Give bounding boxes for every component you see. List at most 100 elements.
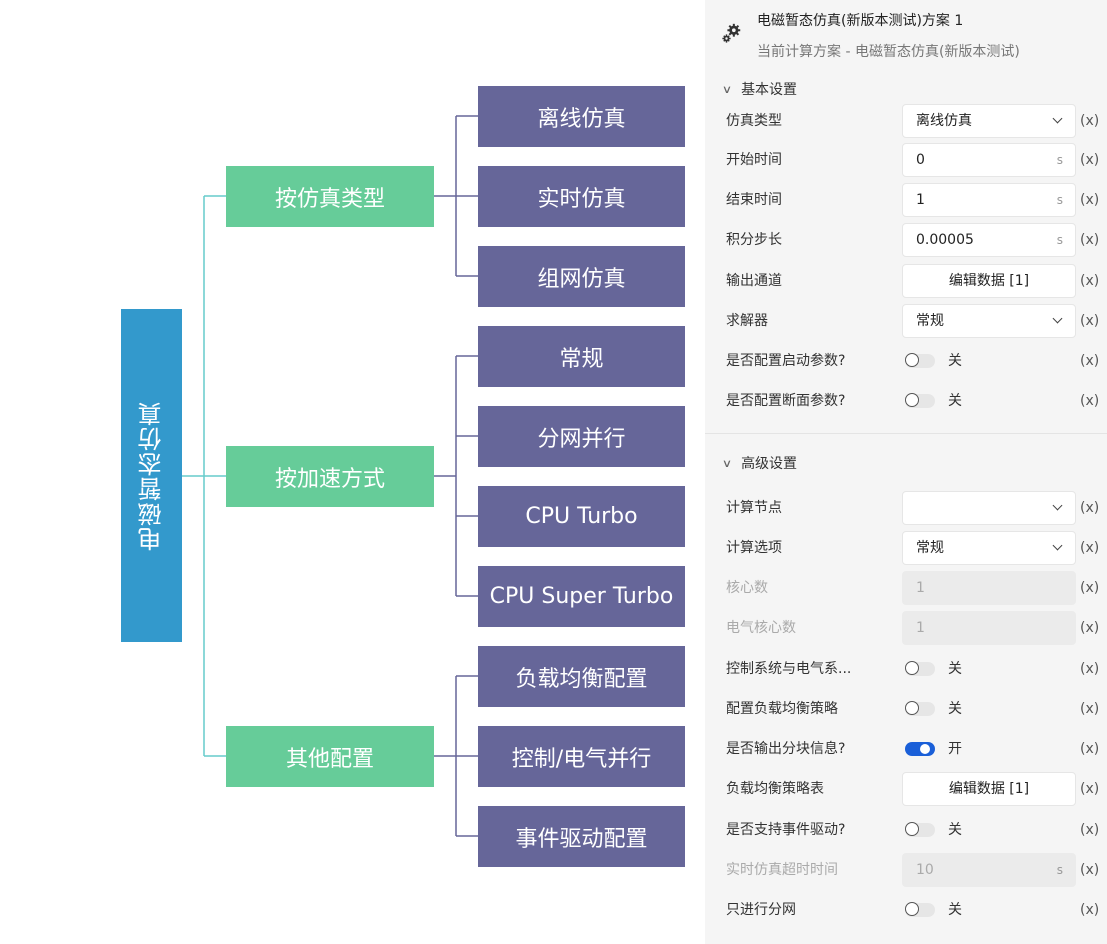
fx-button[interactable]: (x) <box>1080 902 1100 918</box>
leaf-realtime-sim: 实时仿真 <box>478 166 685 227</box>
fx-button[interactable]: (x) <box>1080 113 1100 129</box>
row-output: 输出通道 编辑数据 [1] (x) <box>705 261 1107 301</box>
row-block-info: 是否输出分块信息? 开 (x) <box>705 729 1107 769</box>
elec-cores-input: 1 <box>902 611 1076 645</box>
leaf-regular: 常规 <box>478 326 685 387</box>
chevron-down-icon <box>1052 113 1063 124</box>
end-time-input[interactable]: 1 s <box>902 183 1076 217</box>
row-ctrl-elec: 控制系统与电气系... 关 (x) <box>705 649 1107 689</box>
step-label: 积分步长 <box>726 232 782 248</box>
mind-map-connectors <box>182 115 478 837</box>
block-info-toggle[interactable] <box>905 742 935 756</box>
block-info-state: 开 <box>948 741 962 757</box>
solver-select[interactable]: 常规 <box>902 304 1076 338</box>
fx-button[interactable]: (x) <box>1080 822 1100 838</box>
toggle-knob <box>920 744 930 754</box>
row-end-time: 结束时间 1 s (x) <box>705 180 1107 220</box>
fx-button[interactable]: (x) <box>1080 620 1100 636</box>
fx-button[interactable]: (x) <box>1080 313 1100 329</box>
row-partition-only: 只进行分网 关 (x) <box>705 890 1107 930</box>
ctrl-elec-state: 关 <box>948 661 962 677</box>
fx-button[interactable]: (x) <box>1080 152 1100 168</box>
leaf-event-driven: 事件驱动配置 <box>478 806 685 867</box>
lb-table-edit-button[interactable]: 编辑数据 [1] <box>902 772 1076 806</box>
leaf-network-sim: 组网仿真 <box>478 246 685 307</box>
section-params-toggle[interactable] <box>905 393 935 408</box>
group-acceleration: 按加速方式 <box>226 446 434 507</box>
toggle-knob <box>905 393 919 407</box>
fx-button[interactable]: (x) <box>1080 273 1100 289</box>
fx-button[interactable]: (x) <box>1080 701 1100 717</box>
group-other-config: 其他配置 <box>226 726 434 787</box>
chevron-down-icon: ∨ <box>721 456 733 470</box>
fx-button[interactable]: (x) <box>1080 661 1100 677</box>
partition-only-label: 只进行分网 <box>726 902 796 918</box>
step-input[interactable]: 0.00005 s <box>902 223 1076 257</box>
step-value: 0.00005 <box>916 232 974 248</box>
start-time-unit: s <box>1056 153 1063 167</box>
output-edit-button[interactable]: 编辑数据 [1] <box>902 264 1076 298</box>
mind-map-root: 电磁暂态仿真 <box>121 309 182 642</box>
fx-button[interactable]: (x) <box>1080 232 1100 248</box>
compute-node-select[interactable] <box>902 491 1076 525</box>
fx-button[interactable]: (x) <box>1080 500 1100 516</box>
row-lb-table: 负载均衡策略表 编辑数据 [1] (x) <box>705 769 1107 809</box>
fx-button[interactable]: (x) <box>1080 192 1100 208</box>
fx-button[interactable]: (x) <box>1080 580 1100 596</box>
rt-timeout-label: 实时仿真超时时间 <box>726 862 838 878</box>
compute-option-label: 计算选项 <box>726 540 782 556</box>
row-startup-params: 是否配置启动参数? 关 (x) <box>705 341 1107 381</box>
start-time-input[interactable]: 0 s <box>902 143 1076 177</box>
panel-subtitle: 当前计算方案 - 电磁暂态仿真(新版本测试) <box>757 44 1020 60</box>
solver-value: 常规 <box>916 313 944 329</box>
compute-option-select[interactable]: 常规 <box>902 531 1076 565</box>
fx-button[interactable]: (x) <box>1080 353 1100 369</box>
block-info-label: 是否输出分块信息? <box>726 741 846 757</box>
toggle-knob <box>905 902 919 916</box>
row-rt-timeout: 实时仿真超时时间 10 s (x) <box>705 850 1107 890</box>
lb-table-label: 负载均衡策略表 <box>726 781 824 797</box>
section-params-label: 是否配置断面参数? <box>726 393 846 409</box>
fx-button[interactable]: (x) <box>1080 393 1100 409</box>
chevron-down-icon <box>1052 313 1063 324</box>
section-advanced-header[interactable]: ∨ 高级设置 <box>721 453 798 473</box>
sim-type-select[interactable]: 离线仿真 <box>902 104 1076 138</box>
fx-button[interactable]: (x) <box>1080 781 1100 797</box>
section-params-state: 关 <box>948 393 962 409</box>
row-sim-type: 仿真类型 离线仿真 (x) <box>705 101 1107 141</box>
leaf-offline-sim: 离线仿真 <box>478 86 685 147</box>
load-balance-label: 配置负载均衡策略 <box>726 701 838 717</box>
leaf-partition-parallel: 分网并行 <box>478 406 685 467</box>
startup-params-toggle[interactable] <box>905 353 935 368</box>
row-compute-option: 计算选项 常规 (x) <box>705 528 1107 568</box>
chevron-down-icon <box>1052 500 1063 511</box>
event-driven-label: 是否支持事件驱动? <box>726 822 846 838</box>
end-time-value: 1 <box>916 192 925 208</box>
leaf-load-balance: 负载均衡配置 <box>478 646 685 707</box>
fx-button[interactable]: (x) <box>1080 741 1100 757</box>
row-compute-node: 计算节点 (x) <box>705 488 1107 528</box>
rt-timeout-input: 10 s <box>902 853 1076 887</box>
cores-label: 核心数 <box>726 580 768 596</box>
section-divider <box>705 433 1107 434</box>
section-advanced-label: 高级设置 <box>741 456 798 472</box>
solver-label: 求解器 <box>726 313 768 329</box>
startup-params-state: 关 <box>948 353 962 369</box>
start-time-label: 开始时间 <box>726 152 782 168</box>
gears-icon <box>722 23 741 43</box>
event-driven-toggle[interactable] <box>905 822 935 837</box>
compute-option-value: 常规 <box>916 540 944 556</box>
group-sim-type: 按仿真类型 <box>226 166 434 227</box>
ctrl-elec-toggle[interactable] <box>905 661 935 676</box>
chevron-down-icon: ∨ <box>721 82 733 96</box>
fx-button[interactable]: (x) <box>1080 540 1100 556</box>
settings-panel: 电磁暂态仿真(新版本测试)方案 1 当前计算方案 - 电磁暂态仿真(新版本测试)… <box>705 0 1107 944</box>
section-basic-header[interactable]: ∨ 基本设置 <box>721 79 797 99</box>
rt-timeout-value: 10 <box>916 862 934 878</box>
load-balance-toggle[interactable] <box>905 701 935 716</box>
compute-node-label: 计算节点 <box>726 500 782 516</box>
partition-only-toggle[interactable] <box>905 902 935 917</box>
fx-button[interactable]: (x) <box>1080 862 1100 878</box>
cores-value: 1 <box>916 580 925 596</box>
rt-timeout-unit: s <box>1056 863 1063 877</box>
